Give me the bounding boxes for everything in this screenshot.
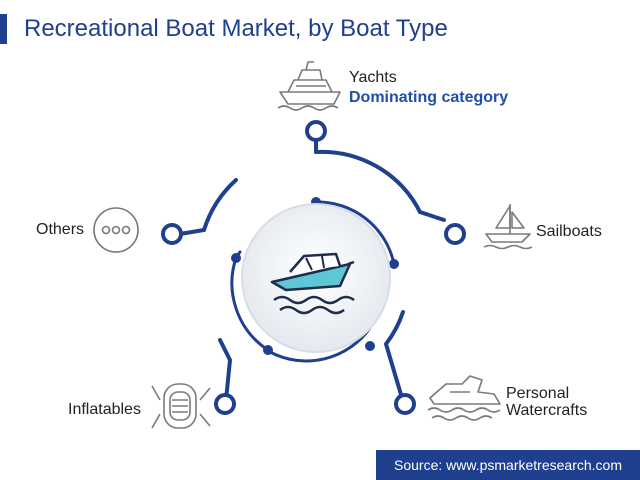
motorboat-icon bbox=[270, 252, 355, 315]
label-others: Others bbox=[36, 221, 85, 238]
arc-inflatables bbox=[218, 338, 233, 402]
inner-arc-top-right bbox=[314, 200, 396, 266]
arc-yachts-sailboats bbox=[314, 149, 422, 214]
outer-ring-arcs bbox=[178, 136, 446, 402]
inner-arc-left-lower bbox=[230, 256, 270, 352]
arc-watercrafts bbox=[383, 310, 405, 400]
node-others bbox=[161, 223, 183, 245]
arc-others bbox=[178, 178, 238, 236]
node-inflatables bbox=[214, 393, 236, 415]
node-sailboats bbox=[444, 223, 466, 245]
page-title: Recreational Boat Market, by Boat Type bbox=[24, 15, 448, 42]
node-watercrafts bbox=[394, 393, 416, 415]
label-yachts: Yachts bbox=[349, 69, 397, 86]
node-rings bbox=[161, 120, 466, 415]
yacht-icon bbox=[277, 61, 341, 111]
label-dominating-category: Dominating category bbox=[349, 89, 509, 106]
label-personal: Personal bbox=[506, 385, 570, 402]
inner-ring-arcs bbox=[230, 200, 396, 363]
jet-ski-icon bbox=[427, 375, 501, 421]
source-footer: Source: www.psmarketresearch.com bbox=[376, 450, 640, 480]
label-inflatables: Inflatables bbox=[68, 401, 141, 418]
inner-arc-bottom bbox=[268, 326, 372, 363]
title-accent-bar bbox=[0, 14, 7, 44]
sailboat-icon bbox=[483, 204, 533, 250]
inflatable-raft-icon bbox=[151, 383, 211, 429]
connector-sailboats bbox=[418, 210, 446, 222]
more-dots-icon bbox=[93, 207, 139, 253]
label-sailboats: Sailboats bbox=[536, 223, 602, 240]
label-watercrafts: Watercrafts bbox=[506, 402, 588, 419]
node-yachts bbox=[305, 120, 327, 142]
